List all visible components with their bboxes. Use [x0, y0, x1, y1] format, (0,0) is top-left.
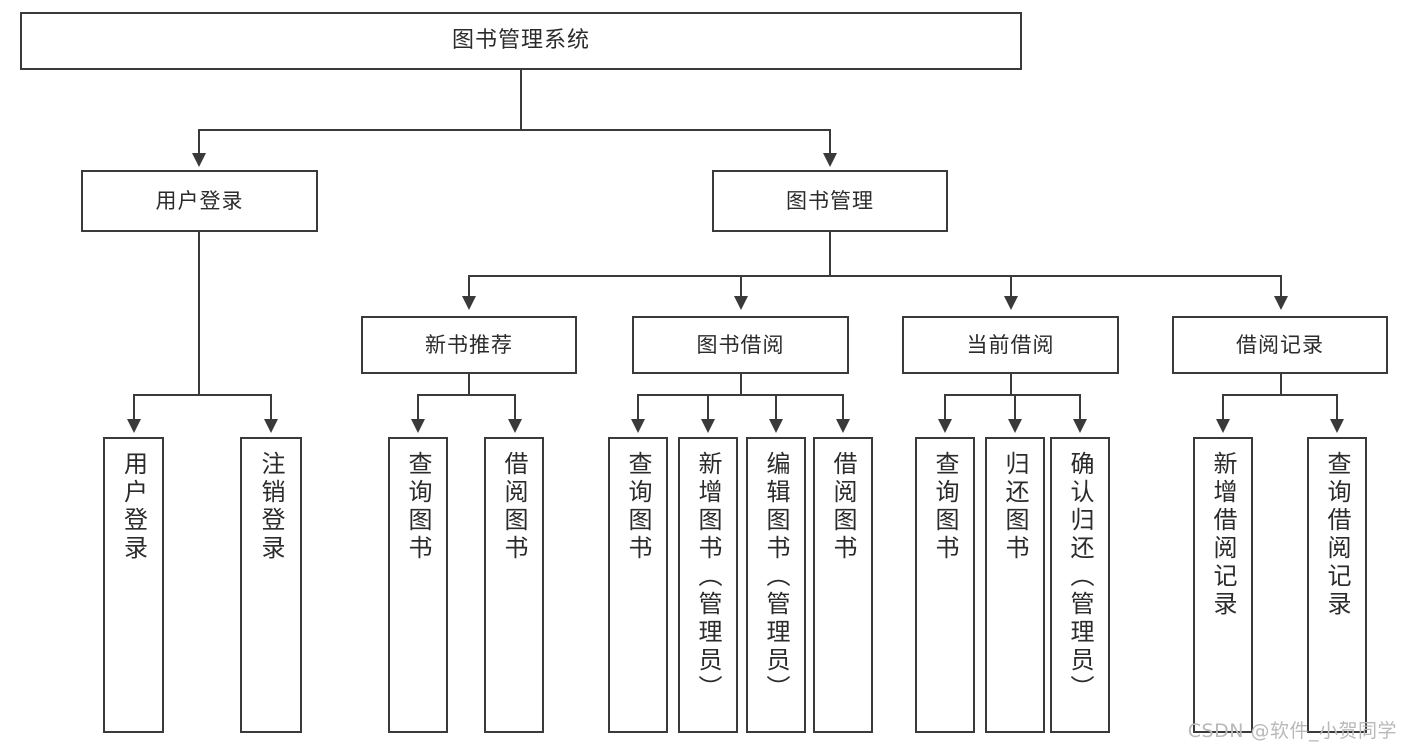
connector-borrow-record-bus [1222, 394, 1337, 396]
leaf-borrow-book-new[interactable]: 借阅图书 [484, 437, 544, 733]
node-current-borrow[interactable]: 当前借阅 [902, 316, 1119, 374]
connector-book-borrow-leaf2 [707, 394, 709, 421]
node-label: 查询图书 [404, 451, 432, 563]
leaf-confirm-return-admin[interactable]: 确认归还（管理员） [1050, 437, 1110, 733]
arrowhead-to-user-login [192, 153, 206, 167]
leaf-borrow-book[interactable]: 借阅图书 [813, 437, 873, 733]
node-label: 新书推荐 [425, 332, 513, 357]
connector-book-mgmt-stem [829, 232, 831, 276]
node-label: 借阅记录 [1236, 332, 1324, 357]
leaf-add-borrow-record[interactable]: 新增借阅记录 [1193, 437, 1253, 733]
node-label: 新增借阅记录 [1209, 451, 1237, 619]
node-root-system[interactable]: 图书管理系统 [20, 12, 1022, 70]
arrowhead-to-book-mgmt [823, 153, 837, 167]
connector-root-bus [198, 129, 830, 131]
connector-to-new-book [468, 275, 470, 298]
leaf-return-book[interactable]: 归还图书 [985, 437, 1045, 733]
arrowhead-to-new-book [462, 296, 476, 310]
arrowhead-new-book-leaf1 [411, 419, 425, 433]
node-label: 查询图书 [931, 451, 959, 563]
connector-current-borrow-leaf1 [944, 394, 946, 421]
arrowhead-to-current-borrow [1004, 296, 1018, 310]
connector-user-login-leaf1 [133, 394, 135, 421]
arrowhead-to-book-borrow [734, 296, 748, 310]
arrowhead-user-login-leaf2 [264, 419, 278, 433]
leaf-query-book-new[interactable]: 查询图书 [388, 437, 448, 733]
connector-book-borrow-bus [637, 394, 844, 396]
node-label: 确认归还（管理员） [1066, 451, 1094, 703]
connector-borrow-record-stem [1280, 374, 1282, 395]
leaf-add-book-admin[interactable]: 新增图书（管理员） [678, 437, 738, 733]
node-label: 用户登录 [119, 451, 148, 563]
arrowhead-user-login-leaf1 [127, 419, 141, 433]
node-label: 用户登录 [155, 188, 244, 213]
connector-new-book-leaf2 [514, 394, 516, 421]
node-label: 注销登录 [257, 451, 285, 563]
connector-user-login-leaf2 [270, 394, 272, 421]
arrowhead-current-borrow-leaf1 [938, 419, 952, 433]
leaf-user-login[interactable]: 用户登录 [103, 437, 164, 733]
node-label: 编辑图书（管理员） [762, 451, 790, 703]
arrowhead-borrow-record-leaf2 [1330, 419, 1344, 433]
arrowhead-current-borrow-leaf3 [1073, 419, 1087, 433]
connector-current-borrow-stem [1010, 374, 1012, 395]
node-label: 借阅图书 [500, 451, 528, 563]
connector-new-book-stem [468, 374, 470, 395]
arrowhead-borrow-record-leaf1 [1216, 419, 1230, 433]
arrowhead-new-book-leaf2 [508, 419, 522, 433]
connector-book-borrow-leaf4 [842, 394, 844, 421]
node-label: 图书借阅 [696, 332, 785, 357]
connector-new-book-leaf1 [417, 394, 419, 421]
connector-to-book-borrow [740, 275, 742, 298]
leaf-logout[interactable]: 注销登录 [240, 437, 302, 733]
connector-to-book-mgmt [829, 129, 831, 155]
node-label: 图书管理系统 [451, 28, 590, 54]
connector-borrow-record-leaf2 [1336, 394, 1338, 421]
arrowhead-current-borrow-leaf2 [1008, 419, 1022, 433]
leaf-edit-book-admin[interactable]: 编辑图书（管理员） [746, 437, 806, 733]
node-label: 新增图书（管理员） [694, 451, 722, 703]
arrowhead-book-borrow-leaf4 [836, 419, 850, 433]
connector-new-book-bus [417, 394, 516, 396]
node-borrow-record[interactable]: 借阅记录 [1172, 316, 1388, 374]
connector-user-login-stem [198, 232, 200, 395]
connector-to-user-login [198, 129, 200, 155]
connector-current-borrow-leaf2 [1014, 394, 1016, 421]
leaf-query-book-borrow[interactable]: 查询图书 [608, 437, 668, 733]
leaf-query-book-current[interactable]: 查询图书 [915, 437, 975, 733]
connector-user-login-bus [133, 394, 271, 396]
node-label: 借阅图书 [829, 451, 857, 563]
node-label: 当前借阅 [966, 332, 1055, 357]
connector-to-borrow-record [1280, 275, 1282, 298]
node-label: 查询图书 [624, 451, 652, 563]
connector-book-borrow-leaf3 [775, 394, 777, 421]
connector-book-borrow-leaf1 [637, 394, 639, 421]
connector-borrow-record-leaf1 [1222, 394, 1224, 421]
node-label: 查询借阅记录 [1323, 451, 1351, 619]
node-new-book-recommend[interactable]: 新书推荐 [361, 316, 577, 374]
arrowhead-book-borrow-leaf3 [769, 419, 783, 433]
node-label: 归还图书 [1001, 451, 1029, 563]
arrowhead-to-borrow-record [1274, 296, 1288, 310]
arrowhead-book-borrow-leaf2 [701, 419, 715, 433]
arrowhead-book-borrow-leaf1 [631, 419, 645, 433]
connector-book-borrow-stem [740, 374, 742, 395]
connector-to-current-borrow [1010, 275, 1012, 298]
node-label: 图书管理 [786, 188, 874, 213]
node-book-management[interactable]: 图书管理 [712, 170, 948, 232]
watermark-text: CSDN @软件_小贺同学 [1187, 720, 1397, 742]
connector-root-stem [520, 70, 522, 130]
node-book-borrow[interactable]: 图书借阅 [632, 316, 849, 374]
connector-current-borrow-leaf3 [1079, 394, 1081, 421]
connector-level3-bus [468, 275, 1280, 277]
node-user-login[interactable]: 用户登录 [81, 170, 318, 232]
leaf-query-borrow-record[interactable]: 查询借阅记录 [1307, 437, 1367, 733]
connector-current-borrow-bus [944, 394, 1080, 396]
